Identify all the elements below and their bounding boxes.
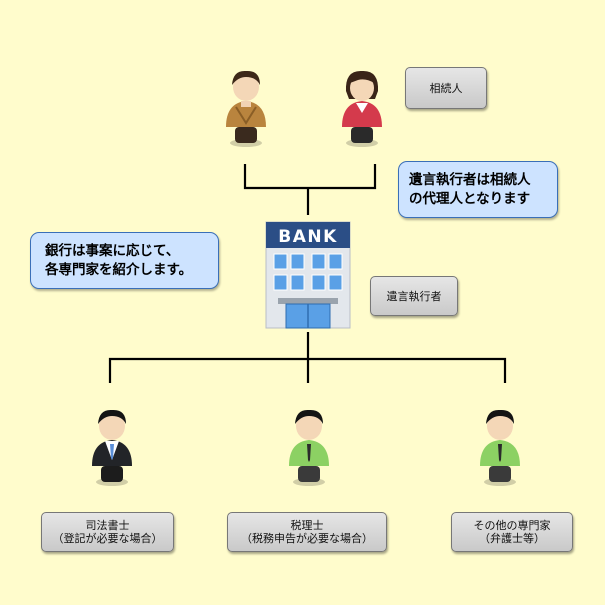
heirs-label-text: 相続人 (429, 81, 463, 95)
judicial-scrivener-figure (92, 409, 132, 486)
judicial-scrivener-label-line1: 司法書士 (85, 519, 130, 532)
bank-note-line1: 銀行は事案に応じて、 (45, 242, 180, 259)
other-professional-label-line2: （弁護士等） (479, 532, 545, 545)
executor-note-line1: 遺言執行者は相続人 (409, 171, 531, 188)
judicial-scrivener-label-line2: （登記が必要な場合） (52, 532, 163, 545)
heir-female-figure (342, 70, 382, 147)
executor-representative-note: 遺言執行者は相続人 の代理人となります (398, 161, 558, 218)
bank-referral-note: 銀行は事案に応じて、 各専門家を紹介します。 (30, 232, 219, 289)
tax-accountant-label: 税理士 （税務申告が必要な場合） (227, 512, 387, 552)
tax-accountant-label-line2: （税務申告が必要な場合） (241, 532, 373, 545)
heir-male-figure (226, 70, 266, 147)
other-professional-label: その他の専門家 （弁護士等） (451, 512, 573, 552)
heirs-label: 相続人 (405, 67, 487, 109)
bank-note-line2: 各専門家を紹介します。 (45, 261, 193, 278)
heirs-connector (243, 164, 377, 215)
executor-label: 遺言執行者 (370, 276, 458, 316)
bank-sign-text: BANK (278, 227, 338, 247)
executor-label-text: 遺言執行者 (386, 289, 442, 303)
executor-note-line2: の代理人となります (409, 190, 531, 207)
professionals-connector (108, 332, 507, 383)
bank-building-icon: BANK (265, 221, 351, 329)
tax-accountant-figure (289, 409, 329, 486)
judicial-scrivener-label: 司法書士 （登記が必要な場合） (41, 512, 174, 552)
tax-accountant-label-line1: 税理士 (290, 519, 324, 532)
other-professional-figure (480, 409, 520, 486)
other-professional-label-line1: その他の専門家 (473, 519, 551, 532)
